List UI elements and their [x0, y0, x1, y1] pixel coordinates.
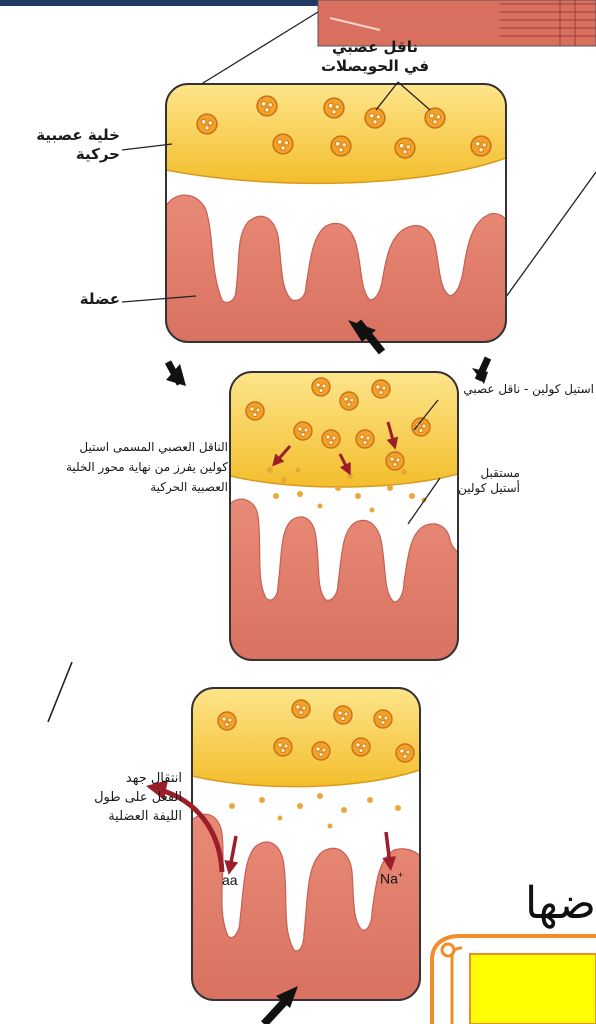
partial-handwritten-text: ضها: [536, 878, 596, 929]
panel-1: [122, 82, 506, 342]
label-acetylcholine: استيل كولين - ناقل عصبي: [436, 382, 594, 397]
highlight-frame: [432, 936, 596, 1024]
label-release: الناقل العصبي المسمى استيل كولين يفرز من…: [24, 438, 228, 497]
zoom-line: [498, 172, 596, 308]
arrow-icon: [166, 362, 186, 386]
label-muscle: عضلة: [40, 290, 120, 309]
label-impulse: انتقال جهد الفعل على طول الليفة العضلية: [56, 770, 182, 827]
panel-3: [146, 688, 420, 1000]
label-vesicles: ناقل عصبي في الحويصلات: [310, 38, 440, 76]
zoom-line: [48, 662, 72, 722]
arrow-icon: [472, 358, 488, 384]
panel-2: [230, 372, 458, 660]
ion-label-left: aa: [222, 872, 238, 888]
ion-label-right: Na+: [380, 870, 403, 887]
label-receptor: مستقبل أستيل كولين: [440, 466, 520, 496]
label-motor-neuron: خلية عصبية حركية: [8, 126, 120, 164]
